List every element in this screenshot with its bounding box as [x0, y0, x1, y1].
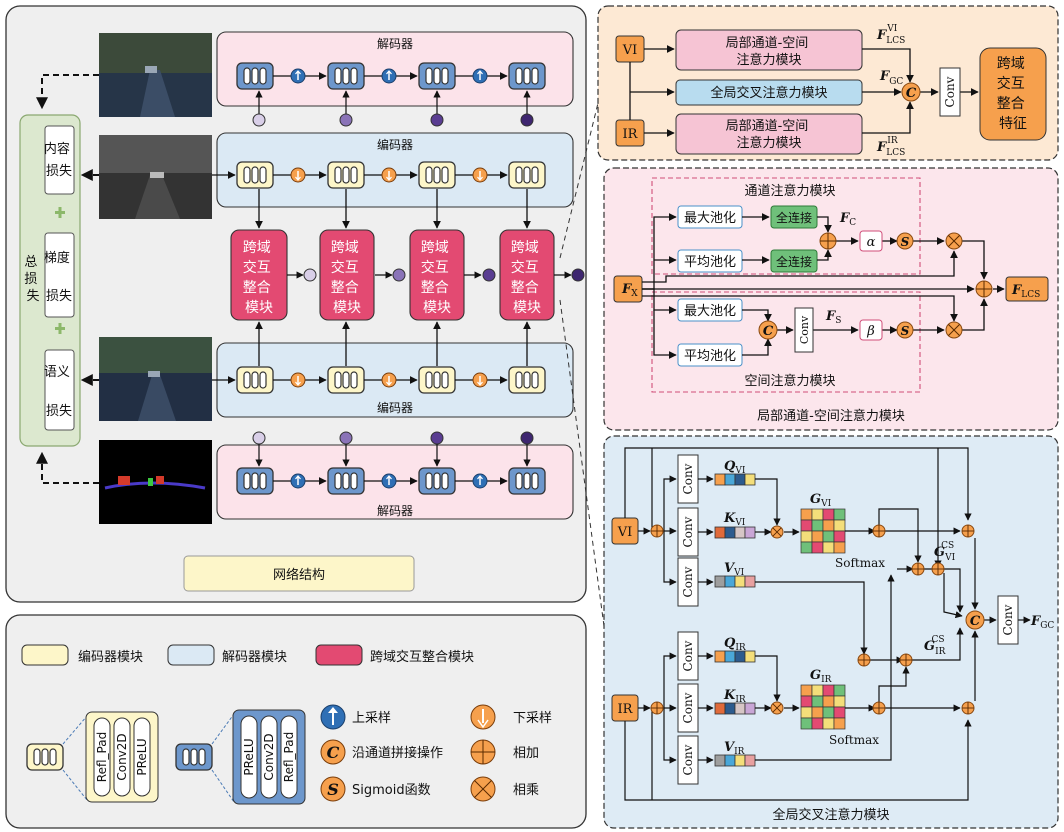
- dec-layer-2: Conv2D: [262, 733, 276, 780]
- global-caption: 全局交叉注意力模块: [772, 807, 889, 823]
- decoder-top-title: 解码器: [377, 37, 413, 51]
- k-vi-vector: [715, 527, 755, 538]
- g-vi-matrix: [801, 509, 845, 553]
- downsample-label: 下采样: [513, 711, 552, 726]
- alpha-label: α: [867, 235, 876, 250]
- add-icon: [873, 525, 885, 537]
- ch-avgpool-label: 平均池化: [684, 255, 736, 270]
- decoder-bottom-title: 解码器: [377, 504, 413, 518]
- encoder-bottom-title: 编码器: [377, 400, 413, 415]
- conv-label: Conv: [681, 566, 695, 597]
- sigmoid-glyph: S: [327, 780, 339, 799]
- segmentation-image: [99, 440, 212, 524]
- enc-layer-3: PReLU: [135, 738, 149, 775]
- add-icon: [962, 702, 974, 714]
- beta-label: β: [866, 324, 875, 339]
- decoder-block-icon: [176, 744, 212, 770]
- enc-layer-1: Refl_Pad: [95, 732, 109, 782]
- network-caption: 网络结构: [273, 567, 325, 583]
- multiply-icon: [771, 702, 783, 714]
- multiply-icon: [471, 777, 495, 801]
- ch-maxpool-label: 最大池化: [684, 211, 736, 226]
- conv-label: Conv: [681, 692, 695, 723]
- legend-encoder-label: 编码器模块: [78, 650, 143, 665]
- ir-input-label: IR: [618, 702, 634, 717]
- multiply-icon: [946, 233, 962, 249]
- conv-label: Conv: [681, 463, 695, 494]
- legend-decoder-swatch: [168, 645, 214, 665]
- sp-maxpool-label: 最大池化: [684, 304, 736, 319]
- sp-avgpool-label: 平均池化: [684, 349, 736, 364]
- multiply-icon: [771, 526, 783, 538]
- conv-label: Conv: [1001, 604, 1015, 635]
- concat-glyph: C: [327, 743, 340, 762]
- vi-decoded-image: [99, 33, 212, 117]
- add-icon: [900, 654, 912, 666]
- encoder-block-icon: [27, 744, 63, 770]
- add-icon: [651, 525, 663, 537]
- conv-label: Conv: [798, 315, 811, 344]
- sigmoid-glyph: S: [901, 235, 910, 249]
- content-loss-box: [45, 126, 74, 194]
- multiply-label: 相乘: [513, 783, 539, 798]
- total-loss-label: 总 损 失: [24, 255, 41, 304]
- conv-label: Conv: [943, 76, 957, 107]
- lcs-caption: 局部通道-空间注意力模块: [757, 408, 905, 424]
- add-icon: [471, 740, 495, 764]
- upsample-icon: [321, 705, 345, 729]
- gradient-loss-box: [45, 233, 74, 317]
- vi-input-image: [99, 337, 212, 421]
- dec-layer-3: Refl_Pad: [282, 732, 296, 782]
- multiply-icon: [946, 322, 962, 338]
- ir-input-label: IR: [623, 127, 639, 142]
- fc-top-label: 全连接: [776, 210, 812, 225]
- add-icon: [976, 281, 992, 297]
- legend-decoder-label: 解码器模块: [222, 650, 287, 665]
- concat-glyph: C: [763, 324, 774, 339]
- conv-label: Conv: [681, 640, 695, 671]
- conv-label: Conv: [681, 516, 695, 547]
- add-icon: [858, 654, 870, 666]
- channel-attention-title: 通道注意力模块: [744, 183, 835, 199]
- concat-glyph: C: [970, 614, 981, 629]
- spatial-attention-title: 空间注意力模块: [744, 373, 835, 389]
- vi-input-label: VI: [617, 525, 633, 540]
- legend-encoder-swatch: [22, 645, 68, 665]
- softmax-vi-label: Softmax: [835, 556, 885, 570]
- lcs-detail-panel: [604, 168, 1058, 430]
- add-label: 相加: [513, 746, 539, 761]
- add-icon: [932, 563, 944, 575]
- vi-input-label: VI: [622, 43, 638, 58]
- sigmoid-glyph: S: [901, 324, 910, 338]
- add-icon: [820, 233, 836, 249]
- add-icon: [962, 525, 974, 537]
- add-icon: [651, 702, 663, 714]
- fc-bottom-label: 全连接: [776, 254, 812, 269]
- softmax-ir-label: Softmax: [829, 733, 879, 747]
- concat-glyph: C: [906, 86, 917, 101]
- conv-label: Conv: [681, 744, 695, 775]
- add-icon: [912, 563, 924, 575]
- add-icon: [873, 702, 885, 714]
- legend-cdi-swatch: [316, 645, 362, 665]
- g-ir-matrix: [801, 685, 845, 729]
- concat-label: 沿通道拼接操作: [352, 745, 443, 761]
- global-cross-attention-panel: [604, 436, 1058, 828]
- downsample-icon: [471, 705, 495, 729]
- dec-layer-1: PReLU: [242, 738, 256, 775]
- legend-cdi-label: 跨域交互整合模块: [370, 649, 474, 665]
- sigmoid-label: Sigmoid函数: [352, 783, 431, 798]
- enc-layer-2: Conv2D: [115, 733, 129, 780]
- upsample-label: 上采样: [352, 711, 391, 726]
- global-label: 全局交叉注意力模块: [710, 85, 827, 101]
- ir-decoded-image: [99, 135, 212, 219]
- encoder-top-title: 编码器: [377, 137, 413, 152]
